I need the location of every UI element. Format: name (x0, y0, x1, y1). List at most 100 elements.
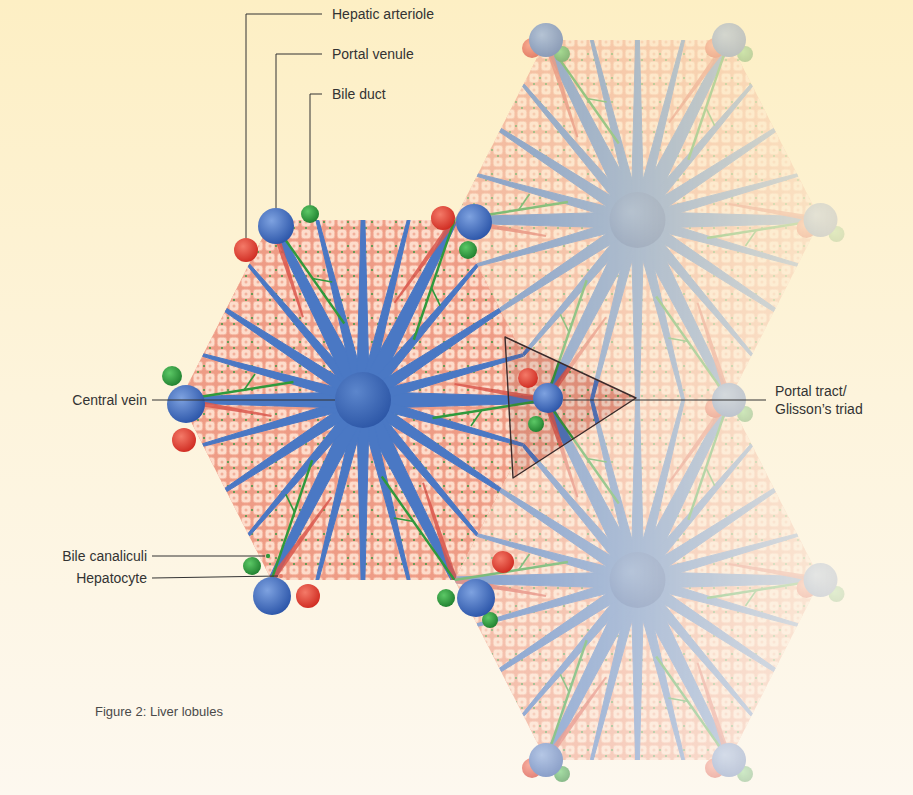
bile-ductule (431, 288, 440, 306)
bile-duct (243, 557, 261, 575)
sinusoid (633, 444, 753, 583)
bile-ductule (688, 40, 729, 160)
sinusoid (630, 576, 732, 761)
sinusoid (362, 395, 524, 447)
figure-caption: Figure 2: Liver lobules (95, 704, 223, 720)
sinusoid (357, 220, 370, 400)
arteriole-branch (668, 38, 731, 123)
sinusoid (316, 220, 368, 402)
sinusoid (269, 396, 371, 581)
callout-label: Hepatic arteriole (332, 5, 434, 23)
sinusoid (358, 399, 410, 581)
bile-ductule (471, 410, 482, 426)
sinusoid (590, 40, 642, 222)
arteriole-branch (544, 677, 607, 762)
sinusoid (203, 395, 365, 447)
bile-ductule (587, 458, 607, 462)
leader-line (152, 556, 265, 557)
bile-ductule (707, 580, 820, 598)
bile-ductule (546, 40, 619, 143)
portal-venule (167, 385, 205, 423)
bile-duct (301, 205, 319, 223)
sinusoid (630, 39, 732, 224)
sinusoid (248, 264, 368, 404)
leader-line (246, 14, 322, 238)
sinusoid (225, 308, 367, 405)
hepatic-arteriole (296, 584, 320, 608)
arteriole-branch (394, 218, 457, 303)
sinusoid (477, 215, 639, 267)
portal-venule (258, 208, 294, 244)
callout-label: Portal venule (332, 45, 414, 63)
sinusoid (636, 575, 798, 627)
callout-label: Hepatocyte (76, 569, 147, 587)
central-vein (610, 192, 666, 248)
sinusoid (590, 219, 642, 401)
bile-ductule (745, 590, 756, 606)
hepatocyte-dot (279, 574, 283, 578)
bile-ductule (688, 40, 729, 160)
sinusoid (499, 575, 641, 672)
bile-ductule (546, 640, 587, 760)
arteriole-branch (269, 497, 332, 582)
bile-ductule (668, 698, 688, 702)
arteriole-branch (394, 218, 457, 303)
sinusoid (590, 579, 642, 761)
bile-ductule (706, 468, 715, 486)
bile-ductule (706, 108, 715, 126)
bile-ductule (272, 460, 313, 580)
leader-lines (152, 14, 766, 578)
sinusoid (499, 488, 641, 585)
leader-line (152, 576, 278, 578)
hepatic-arteriole (172, 428, 196, 452)
bile-ductule (707, 220, 820, 238)
leader-line (152, 400, 335, 401)
sinusoid (633, 576, 753, 716)
central-vein (335, 372, 391, 428)
bile-ductule (560, 314, 569, 332)
bile-ductule (656, 657, 729, 760)
canaliculus-dot (266, 554, 270, 558)
lobule-tissue (455, 400, 821, 760)
sinusoid (203, 354, 365, 406)
sinusoid (359, 308, 501, 405)
bile-ductule (668, 338, 688, 342)
callout-label: Central vein (72, 391, 147, 409)
bile-ductule (244, 374, 255, 390)
bile-ductule (394, 518, 414, 522)
sinusoid (631, 400, 644, 580)
portal-venule (804, 563, 838, 597)
sinusoid (632, 579, 684, 761)
portal-venule (533, 383, 563, 413)
bile-duct (437, 589, 455, 607)
sinusoid (633, 84, 753, 224)
bile-ductule (382, 477, 455, 580)
arteriole-branch (668, 398, 731, 483)
sinusoid-network (454, 398, 821, 762)
portal-triads (162, 204, 563, 628)
sinusoid (590, 400, 642, 582)
bile-ductule (656, 297, 729, 400)
bile-ductule (244, 374, 255, 390)
portal-venule (712, 743, 746, 777)
bile-ductule (312, 278, 332, 282)
sinusoid (634, 488, 776, 585)
sinusoid (631, 580, 644, 760)
hepatic-arteriole (518, 368, 538, 388)
callout-label: Bile canaliculi (62, 547, 147, 565)
sinusoid (630, 216, 732, 401)
sinusoid (638, 572, 821, 589)
sinusoid (631, 40, 644, 220)
bile-ductule (587, 98, 607, 102)
sinusoid (634, 128, 776, 225)
sinusoid (269, 219, 371, 404)
sinusoid (522, 216, 642, 356)
sinusoid (477, 575, 639, 627)
portal-venule (253, 577, 291, 615)
bile-ductule (394, 518, 414, 522)
bile-ductule (414, 220, 455, 340)
sinusoid (522, 84, 642, 224)
central-vein (610, 552, 666, 608)
hepatic-arteriole (431, 206, 455, 230)
portal-tract-outline (505, 337, 636, 478)
